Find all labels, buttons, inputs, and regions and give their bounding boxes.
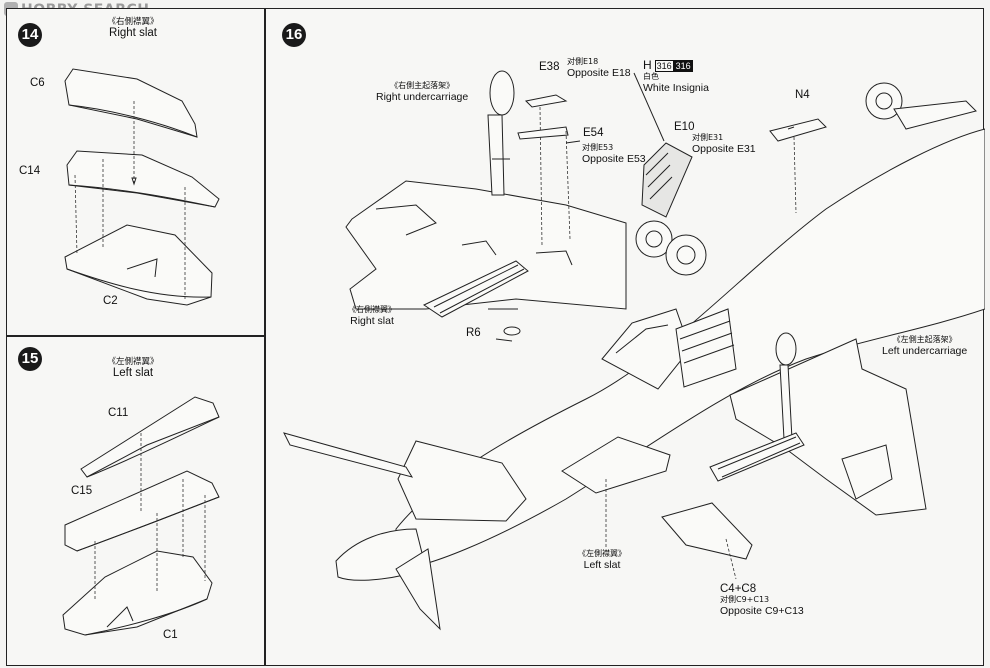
- step-title: 《左側襟翼》 Left slat: [107, 357, 159, 379]
- part-c15-label: C15: [71, 485, 93, 497]
- step-16-panel: 16: [265, 8, 985, 666]
- part-e54-label: E54: [583, 127, 604, 139]
- right-undercarriage-caption: 《右側主起落架》 Right undercarriage: [376, 81, 469, 103]
- part-c2-label: C2: [103, 295, 118, 307]
- left-slat-diagram: [62, 396, 220, 636]
- step-number: 14: [18, 23, 42, 47]
- part-c14-label: C14: [19, 165, 41, 177]
- left-undercarriage-caption: 《左側主起落架》 Left undercarriage: [882, 335, 968, 357]
- step-number: 15: [18, 347, 42, 371]
- part-e38-label: E38: [539, 61, 560, 73]
- step-14-panel: 14 《右側襟翼》 Right slat C6 C14 C2: [6, 8, 265, 336]
- step-title: 《右側襟翼》 Right slat: [107, 17, 159, 39]
- part-c4-c8-note: C4+C8 对側C9+C13 Opposite C9+C13: [720, 583, 804, 617]
- right-slat-caption: 《右側襟翼》 Right slat: [348, 305, 396, 327]
- step-15-panel: 15 《左側襟翼》 Left slat C11 C15 C1: [6, 336, 265, 666]
- part-c11-label: C11: [108, 407, 129, 419]
- aircraft-assembly-diagram: [283, 70, 985, 631]
- part-r6-label: R6: [466, 327, 481, 339]
- part-e53-note: 对側E53 Opposite E53: [582, 143, 646, 165]
- left-slat-caption: 《左側襟翼》 Left slat: [578, 549, 626, 571]
- part-e31-note: 对側E31 Opposite E31: [692, 133, 756, 155]
- part-c6-label: C6: [30, 77, 45, 89]
- part-c1-label: C1: [163, 629, 178, 641]
- part-n4-label: N4: [795, 89, 810, 101]
- right-slat-diagram: [64, 68, 220, 306]
- part-e10-label: E10: [674, 121, 695, 133]
- part-e18-note: 对側E18 Opposite E18: [567, 57, 631, 79]
- step-number: 16: [282, 23, 306, 47]
